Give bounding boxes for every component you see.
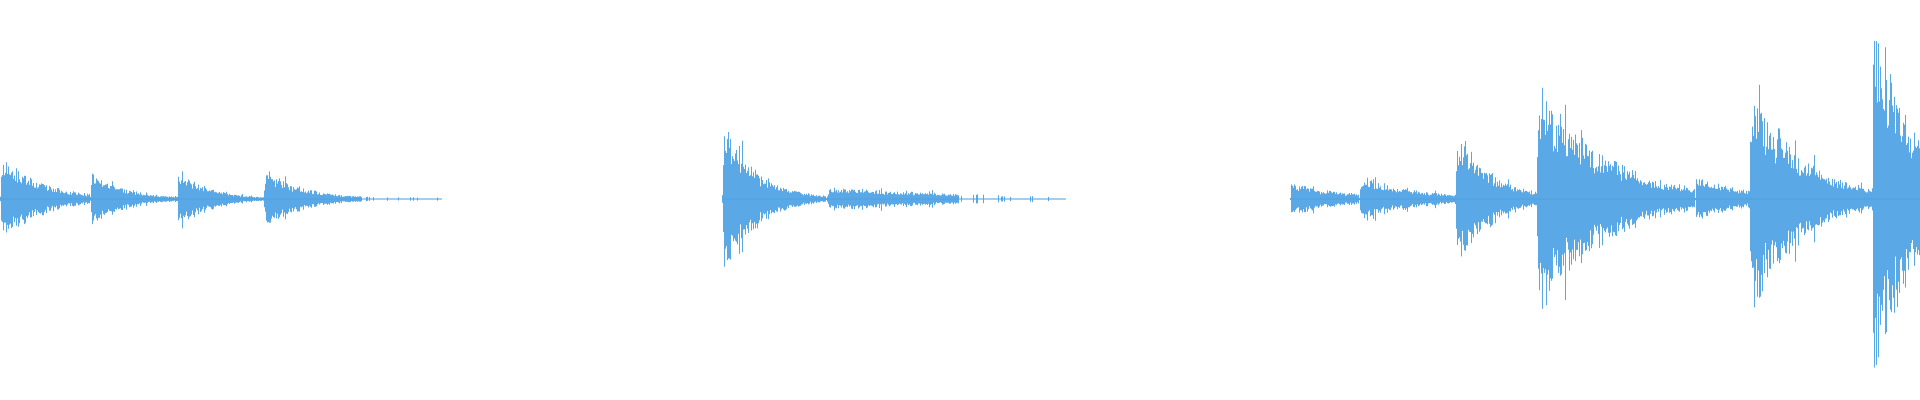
waveform-path xyxy=(0,40,1920,368)
waveform-bars xyxy=(0,40,1920,368)
